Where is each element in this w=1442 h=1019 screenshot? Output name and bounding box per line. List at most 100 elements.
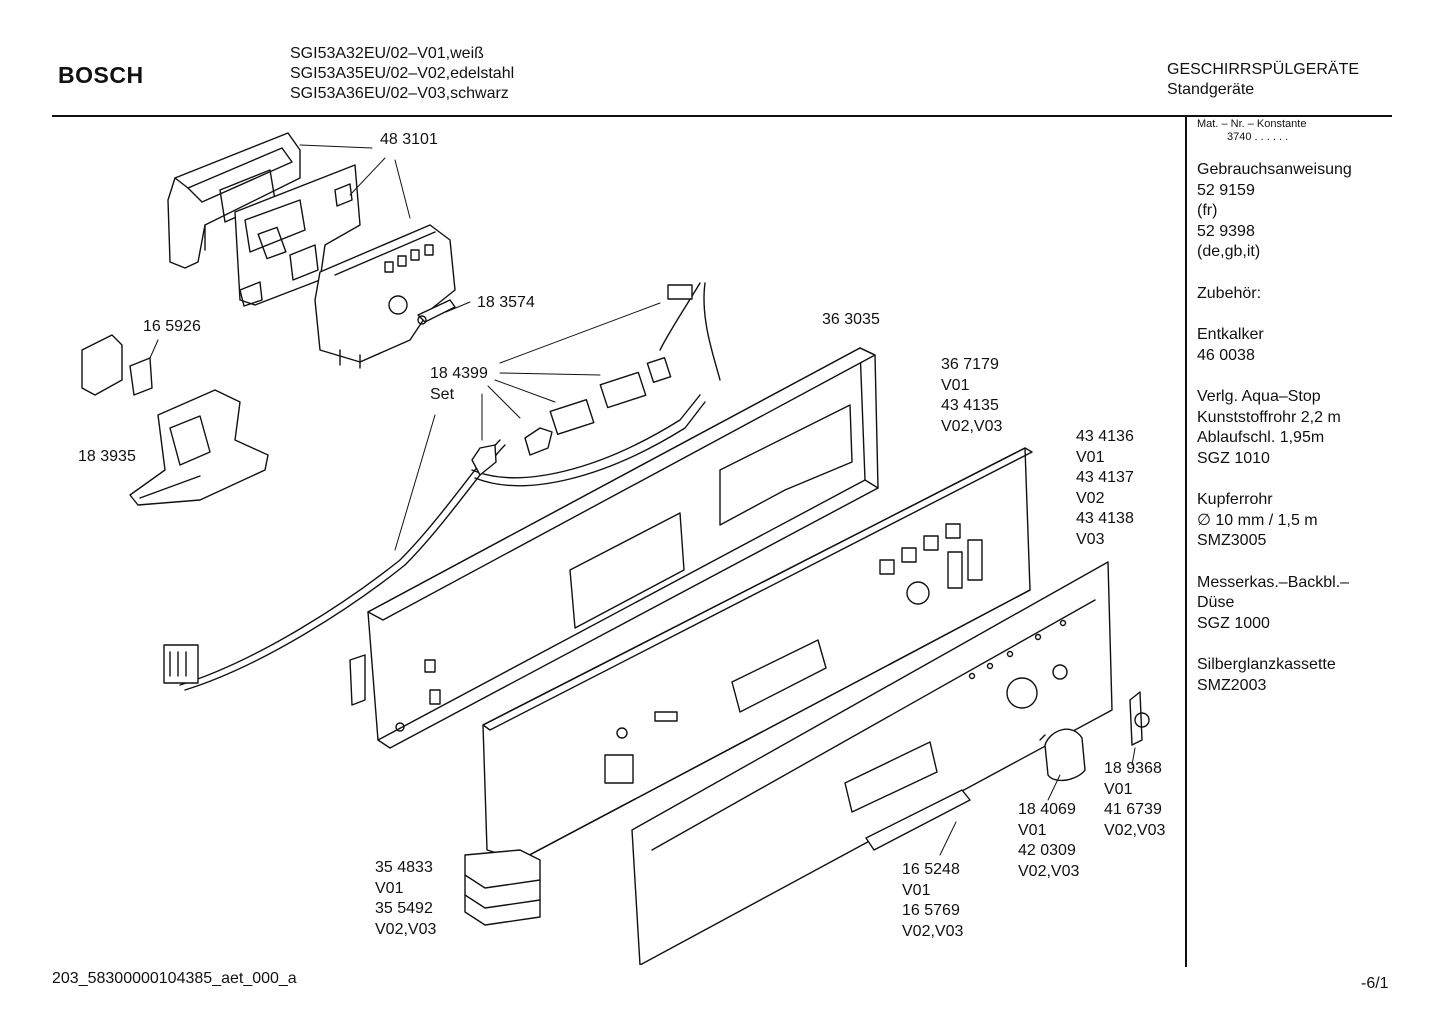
sidebar-line: 52 9159: [1197, 181, 1255, 199]
part-number: 36 3035: [822, 311, 880, 328]
part-number: 43 4136: [1076, 428, 1134, 445]
sidebar-line: Ablaufschl. 1,95m: [1197, 429, 1325, 446]
manual-group: Gebrauchsanweisung 52 9159 (fr) 52 9398 …: [1197, 160, 1387, 263]
sidebar-line: SMZ2003: [1197, 676, 1267, 694]
brand-logo: BOSCH: [58, 62, 144, 88]
part-number: 16 5248: [902, 861, 960, 878]
part-number: 43 4138: [1076, 510, 1134, 527]
sidebar-line: 52 9398: [1197, 222, 1255, 240]
sidebar-line: SMZ3005: [1197, 532, 1267, 549]
part-variant: V01: [902, 881, 931, 899]
part-variant: Set: [430, 385, 455, 403]
part-number: 18 3574: [477, 294, 535, 311]
leader-lines: [149, 144, 1136, 856]
part-number: 18 3935: [78, 448, 136, 465]
part-number: 16 5769: [902, 902, 960, 919]
sidebar-line: Kunststoffrohr 2,2 m: [1197, 408, 1341, 426]
part-number: 43 4137: [1076, 469, 1134, 486]
part-label: 18 3935: [78, 447, 136, 468]
part-control-module: [314, 224, 456, 369]
part-number: 35 4833: [375, 859, 433, 876]
sidebar-line: (fr): [1197, 202, 1218, 219]
sidebar-line: Düse: [1197, 594, 1235, 611]
accessory-heading-group: Zubehör:: [1197, 284, 1387, 305]
part-label: 18 9368 V01 41 6739 V02,V03: [1104, 759, 1165, 841]
part-number: 16 5926: [143, 318, 201, 335]
sidebar-line: Silberglanzkassette: [1197, 656, 1336, 673]
part-label: 18 4069 V01 42 0309 V02,V03: [1018, 800, 1079, 882]
part-knob: [1039, 728, 1086, 782]
part-variant: V02,V03: [375, 920, 437, 938]
part-sensor: [417, 299, 456, 325]
accessory-sidebar: Mat. – Nr. – Konstante 3740 . . . . . . …: [1197, 118, 1387, 696]
aquastop-group: Verlg. Aqua–Stop Kunststoffrohr 2,2 m Ab…: [1197, 387, 1387, 469]
material-number-value: 3740 . . . . . .: [1227, 131, 1289, 143]
part-variant: V03: [1076, 530, 1105, 548]
part-number: 18 9368: [1104, 760, 1162, 777]
page-number: -6/1: [1361, 975, 1389, 992]
part-variant: V02,V03: [1104, 821, 1166, 839]
part-label: 18 4399 Set: [430, 364, 488, 405]
sidebar-line: Verlg. Aqua–Stop: [1197, 388, 1321, 405]
part-label: 36 3035: [822, 310, 880, 331]
part-variant: V02,V03: [941, 417, 1003, 435]
sidebar-line: ∅ 10 mm / 1,5 m: [1197, 511, 1318, 529]
sidebar-line: Kupferrohr: [1197, 491, 1273, 508]
part-label: 43 4136 V01 43 4137 V02 43 4138 V03: [1076, 427, 1134, 550]
sidebar-divider: [1185, 117, 1187, 967]
descaler-group: Entkalker 46 0038: [1197, 325, 1387, 366]
document-code: 203_58300000104385_aet_000_a: [52, 970, 297, 987]
part-number: 48 3101: [380, 131, 438, 148]
part-variant: V01: [375, 879, 404, 897]
part-label: 16 5248 V01 16 5769 V02,V03: [902, 860, 963, 942]
part-inner-panel: [349, 347, 879, 749]
part-number: 43 4135: [941, 397, 999, 414]
part-variant: V02: [1076, 489, 1105, 507]
part-number: 18 4069: [1018, 801, 1076, 818]
part-label: 48 3101: [380, 130, 438, 151]
sidebar-line: 46 0038: [1197, 346, 1255, 364]
part-variant: V02,V03: [902, 922, 964, 940]
category-title: GESCHIRRSPÜLGERÄTE: [1167, 61, 1360, 78]
part-number: 42 0309: [1018, 842, 1076, 859]
part-variant: V02,V03: [1018, 862, 1080, 880]
part-variant: V01: [1018, 821, 1047, 839]
sidebar-line: SGZ 1000: [1197, 614, 1270, 632]
part-label: 18 3574: [477, 293, 535, 314]
part-number: 35 5492: [375, 900, 433, 917]
part-front-door-panel: [631, 561, 1113, 965]
model-line: SGI53A35EU/02–V02,edelstahl: [290, 65, 515, 82]
sidebar-line: Zubehör:: [1197, 284, 1262, 302]
cutlery-basket-group: Messerkas.–Backbl.– Düse SGZ 1000: [1197, 573, 1387, 635]
material-number-label: Mat. – Nr. – Konstante: [1197, 118, 1307, 130]
copper-pipe-group: Kupferrohr ∅ 10 mm / 1,5 m SMZ3005: [1197, 490, 1387, 552]
subcategory-title: Standgeräte: [1167, 81, 1255, 98]
model-list: SGI53A32EU/02–V01,weiß SGI53A35EU/02–V02…: [290, 44, 514, 104]
part-wire-harness: [163, 282, 721, 691]
material-number-block: Mat. – Nr. – Konstante 3740 . . . . . .: [1197, 118, 1387, 144]
part-variant: V01: [1104, 780, 1133, 798]
part-handle-strip: [865, 789, 971, 851]
part-circuit-board: [234, 164, 361, 307]
part-number: 41 6739: [1104, 801, 1162, 818]
sidebar-line: Entkalker: [1197, 326, 1264, 343]
model-line: SGI53A36EU/02–V03,schwarz: [290, 85, 509, 102]
part-insulation-mats: [464, 849, 541, 926]
category-block: GESCHIRRSPÜLGERÄTE Standgeräte: [1167, 60, 1359, 100]
part-label: 16 5926: [143, 317, 201, 338]
part-switch-housing: [129, 389, 269, 506]
part-clip: [1129, 691, 1150, 746]
sidebar-line: Messerkas.–Backbl.–: [1197, 573, 1350, 591]
part-label: 35 4833 V01 35 5492 V02,V03: [375, 858, 436, 940]
sidebar-line: SGZ 1010: [1197, 449, 1270, 467]
part-number: 36 7179: [941, 356, 999, 373]
part-relay-bracket: [81, 334, 153, 396]
exploded-view-drawing: [81, 132, 1150, 965]
sidebar-line: Gebrauchsanweisung: [1197, 161, 1352, 178]
sidebar-line: (de,gb,it): [1197, 243, 1261, 260]
silver-cassette-group: Silberglanzkassette SMZ2003: [1197, 655, 1387, 696]
part-number: 18 4399: [430, 365, 488, 382]
part-fascia-panel: [482, 447, 1033, 861]
part-variant: V01: [941, 376, 970, 394]
part-variant: V01: [1076, 448, 1105, 466]
